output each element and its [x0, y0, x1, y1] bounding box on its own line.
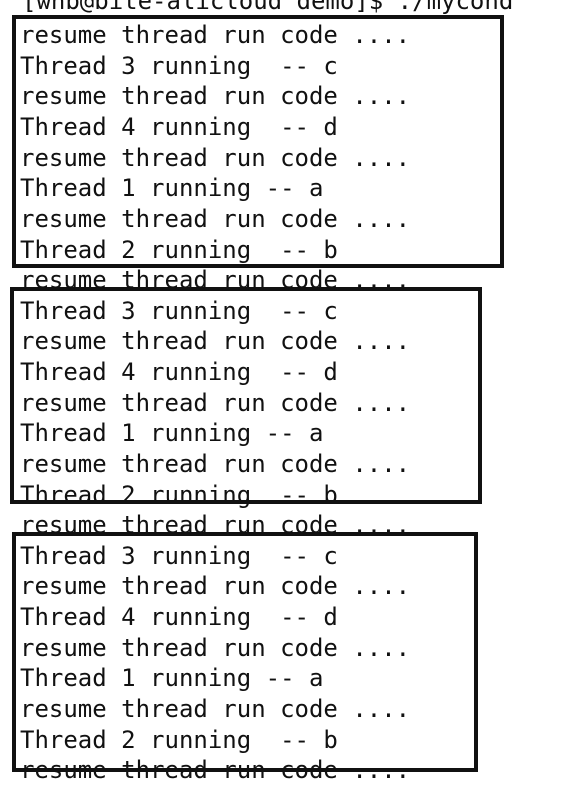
terminal-line: Thread 3 running -- c [20, 542, 338, 570]
terminal-line: resume thread run code .... [20, 144, 411, 172]
terminal-line: Thread 1 running -- a [20, 664, 324, 692]
highlight-box [10, 287, 482, 504]
highlight-box [12, 15, 504, 268]
terminal-line: resume thread run code .... [20, 389, 411, 417]
terminal-line: Thread 2 running -- b [20, 481, 338, 509]
terminal-line: resume thread run code .... [20, 327, 411, 355]
terminal-prompt: [whb@bite-alicloud demo]$ ./mycond [22, 0, 514, 15]
terminal-line: Thread 1 running -- a [20, 174, 324, 202]
terminal-line: Thread 1 running -- a [20, 419, 324, 447]
terminal-line: resume thread run code .... [20, 572, 411, 600]
terminal-line: resume thread run code .... [20, 450, 411, 478]
terminal-line: resume thread run code .... [20, 634, 411, 662]
terminal-line: Thread 3 running -- c [20, 297, 338, 325]
terminal-line: resume thread run code .... [20, 21, 411, 49]
terminal-line: resume thread run code .... [20, 205, 411, 233]
terminal-line: Thread 4 running -- d [20, 113, 338, 141]
highlight-box [12, 532, 478, 772]
terminal-line: resume thread run code .... [20, 82, 411, 110]
terminal-line: Thread 4 running -- d [20, 603, 338, 631]
terminal-line: Thread 4 running -- d [20, 358, 338, 386]
terminal-line: Thread 2 running -- b [20, 236, 338, 264]
terminal-line: Thread 2 running -- b [20, 726, 338, 754]
terminal-line: resume thread run code .... [20, 695, 411, 723]
terminal-line: Thread 3 running -- c [20, 52, 338, 80]
